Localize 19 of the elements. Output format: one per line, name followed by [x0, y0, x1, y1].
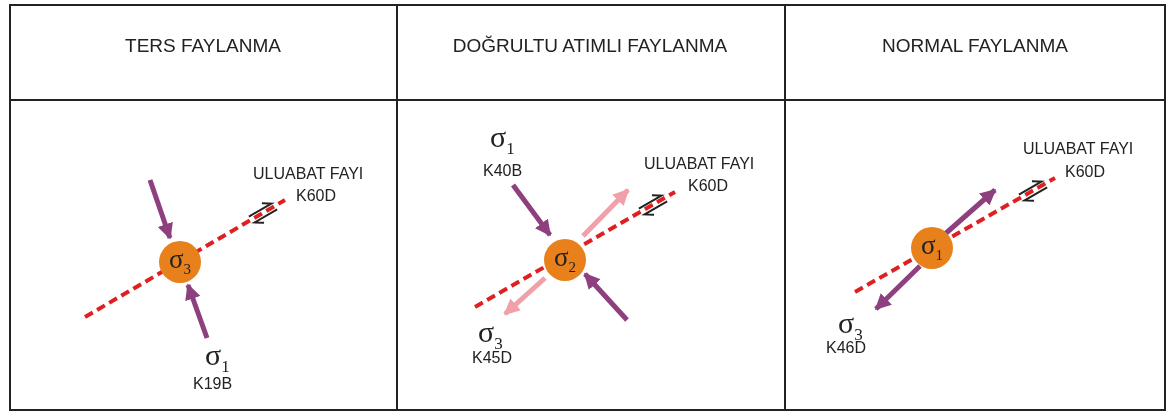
fault-name: ULUABAT FAYI	[644, 156, 755, 172]
strike-label: K19B	[193, 376, 233, 392]
stress-circle: σ$_{3}$	[159, 241, 201, 283]
fault-name: ULUABAT FAYI	[1023, 141, 1134, 157]
fault-name: ULUABAT FAYI	[253, 166, 364, 182]
strike-label: K45D	[472, 350, 513, 366]
column-header: NORMAL FAYLANMA	[882, 36, 1068, 55]
stress-symbol: σ$_{1}$	[490, 122, 515, 157]
stress-symbol: σ$_{1}$	[205, 340, 230, 375]
stress-symbol: σ$_{3}$	[478, 317, 503, 352]
strike-label: K60D	[296, 188, 337, 204]
strike-label: K60D	[688, 178, 729, 194]
column-header: TERS FAYLANMA	[125, 36, 281, 55]
strike-label: K40B	[483, 163, 523, 179]
strike-label: K46D	[826, 340, 867, 356]
stress-circle: σ$_{2}$	[544, 239, 586, 281]
column-header: DOĞRULTU ATIMLI FAYLANMA	[452, 36, 728, 55]
strike-label: K60D	[1065, 164, 1106, 180]
stress-circle: σ$_{1}$	[911, 227, 953, 269]
